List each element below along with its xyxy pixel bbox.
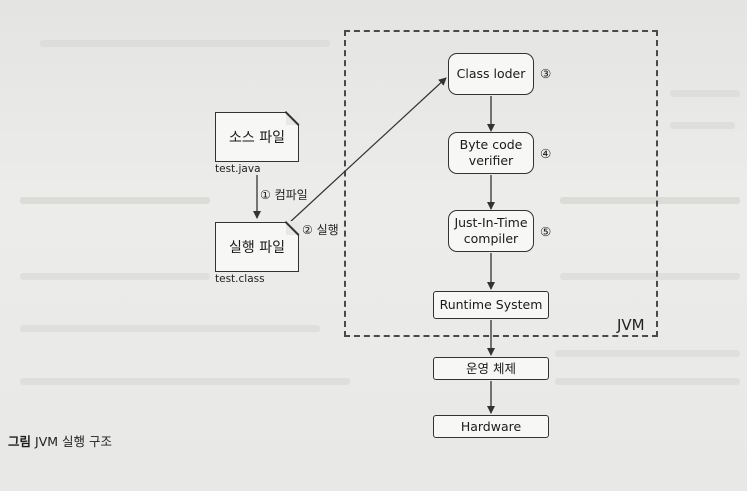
runtime-system-box: Runtime System [433,291,549,319]
os-label: 운영 체제 [466,360,516,376]
background-text-line [40,40,330,47]
background-text-line [20,273,210,280]
background-text-line [670,90,740,97]
exec-file-box: 실행 파일 [215,221,300,272]
jvm-label: JVM [617,316,645,334]
source-filename: test.java [215,163,261,175]
runtime-system-label: Runtime System [439,297,543,312]
bytecode-verifier-number: ④ [540,146,552,161]
bytecode-verifier-label: Byte code verifier [459,137,523,168]
background-text-line [555,378,740,385]
jit-compiler-box: Just-In-Time compiler [448,210,534,252]
jit-compiler-label: Just-In-Time compiler [454,215,528,246]
source-file-label: 소스 파일 [229,130,285,146]
compile-step-label: ① 컴파일 [260,188,308,202]
caption-prefix: 그림 [8,434,32,449]
background-text-line [20,378,350,385]
background-text-line [555,350,740,357]
exec-filename: test.class [215,273,265,285]
exec-file-label: 실행 파일 [229,240,285,256]
class-loader-box: Class loder [448,53,534,95]
jvm-boundary [344,30,658,337]
hardware-box: Hardware [433,415,549,438]
background-text-line [560,197,740,204]
os-box: 운영 체제 [433,357,549,380]
background-text-line [20,197,210,204]
page-fold-icon [286,221,300,235]
class-loader-number: ③ [540,66,552,81]
jit-compiler-number: ⑤ [540,224,552,239]
bytecode-verifier-box: Byte code verifier [448,132,534,174]
hardware-label: Hardware [460,418,522,434]
run-step-label: ② 실행 [302,223,339,237]
background-text-line [670,122,735,129]
source-file-box: 소스 파일 [215,111,300,162]
background-text-line [20,325,320,332]
background-text-line [560,273,740,280]
caption-text: JVM 실행 구조 [35,434,112,449]
class-loader-label: Class loder [456,66,526,81]
page-fold-icon [286,111,300,125]
run-arrow [288,77,447,224]
